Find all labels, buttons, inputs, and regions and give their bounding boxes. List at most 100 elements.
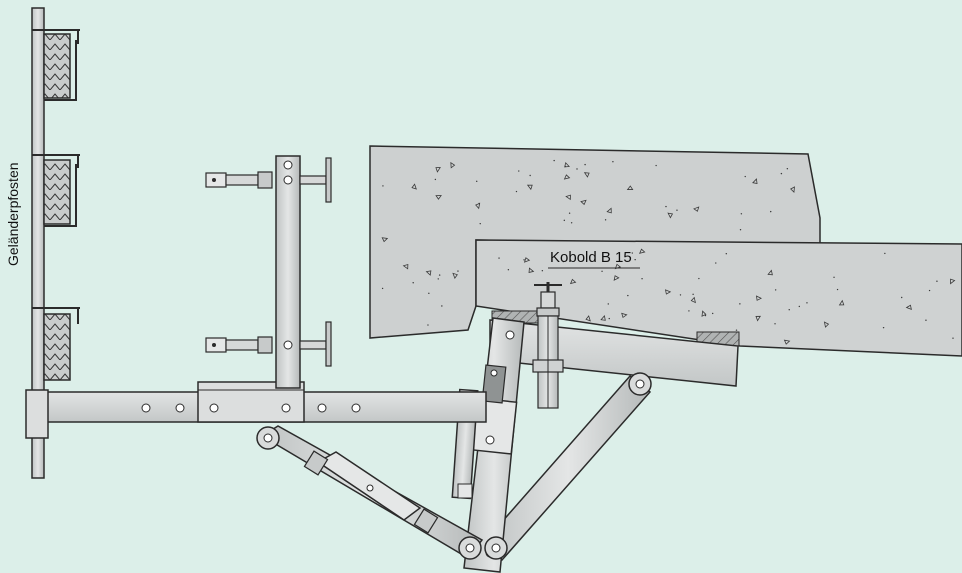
concrete-aggregate	[905, 304, 912, 311]
concrete-texture	[381, 159, 956, 345]
concrete-aggregate	[752, 178, 758, 184]
concrete-aggregate	[667, 212, 674, 219]
concrete-speck	[434, 178, 437, 181]
concrete-aggregate	[435, 195, 442, 200]
concrete-speck	[427, 324, 429, 326]
concrete-speck	[381, 287, 384, 290]
concrete-speck	[925, 319, 927, 321]
concrete-aggregate	[580, 199, 587, 206]
concrete-aggregate	[475, 202, 481, 210]
concrete-speck	[901, 296, 903, 299]
concrete-speck	[529, 174, 531, 177]
concrete-aggregate	[823, 321, 830, 328]
concrete-aggregate	[755, 315, 761, 322]
kobold-jack	[532, 282, 564, 409]
concrete-speck	[882, 326, 885, 329]
concrete-aggregate	[583, 172, 590, 178]
concrete-speck	[438, 274, 441, 276]
concrete-speck	[928, 289, 931, 292]
concrete-aggregate	[564, 161, 571, 168]
concrete-speck	[655, 164, 657, 167]
concrete-aggregate	[402, 263, 409, 270]
concrete-aggregate	[950, 278, 956, 285]
label-kobold-text: Kobold B 15	[550, 249, 632, 266]
concrete-speck	[627, 294, 629, 297]
concrete-speck	[786, 167, 789, 170]
concrete-speck	[744, 175, 746, 178]
concrete-speck	[634, 258, 636, 261]
concrete-speck	[936, 280, 938, 282]
concrete-aggregate	[526, 184, 533, 191]
railing-board-3	[43, 307, 79, 381]
concrete-speck	[711, 312, 714, 315]
concrete-speck	[774, 289, 777, 291]
concrete-speck	[584, 163, 586, 166]
concrete-aggregate	[523, 257, 531, 263]
concrete-speck	[798, 305, 801, 308]
post-sleeve	[25, 389, 49, 439]
concrete-speck	[739, 229, 742, 231]
concrete-speck	[515, 190, 518, 193]
concrete-aggregate	[790, 186, 795, 193]
concrete-speck	[523, 259, 525, 261]
concrete-speck	[441, 305, 443, 307]
concrete-speck	[608, 317, 610, 320]
concrete-speck	[498, 257, 500, 259]
concrete-aggregate	[613, 275, 620, 281]
concrete-speck	[612, 161, 614, 163]
concrete-speck	[770, 210, 772, 213]
concrete-speck	[774, 323, 776, 325]
concrete-aggregate	[639, 248, 646, 254]
concrete-speck	[604, 219, 607, 221]
concrete-speck	[507, 269, 510, 271]
upright-frame	[205, 155, 332, 389]
concrete-speck	[437, 278, 439, 280]
concrete-speck	[740, 213, 743, 215]
concrete-speck	[715, 262, 717, 264]
concrete-aggregate	[606, 207, 612, 214]
upper-spindle	[205, 157, 332, 203]
concrete-speck	[739, 303, 741, 305]
concrete-speck	[570, 222, 573, 224]
diagonal-brace	[485, 372, 652, 562]
concrete-speck	[688, 310, 690, 312]
concrete-speck	[631, 252, 634, 254]
concrete-speck	[541, 270, 544, 272]
concrete-aggregate	[411, 183, 417, 190]
concrete-speck	[641, 278, 643, 280]
concrete-speck	[806, 302, 808, 304]
concrete-speck	[457, 270, 459, 272]
concrete-speck	[428, 292, 430, 295]
concrete-speck	[564, 165, 566, 168]
concrete-aggregate	[690, 296, 696, 304]
concrete-speck	[553, 159, 555, 162]
concrete-speck	[607, 303, 609, 305]
concrete-speck	[478, 202, 480, 205]
beam-holes	[141, 403, 361, 413]
railing-post	[25, 7, 80, 479]
concrete-aggregate	[569, 278, 577, 285]
concrete-speck	[679, 294, 682, 296]
concrete-aggregate	[425, 270, 432, 276]
concrete-speck	[698, 277, 700, 280]
concrete-speck	[562, 260, 565, 263]
concrete-aggregate	[435, 167, 441, 173]
concrete-speck	[412, 282, 414, 284]
concrete-speck	[788, 308, 790, 311]
concrete-aggregate	[452, 272, 458, 279]
concrete-speck	[735, 329, 738, 331]
label-post-text: Geländerpfosten	[5, 162, 21, 266]
railing-board-1	[43, 29, 79, 101]
concrete-aggregate	[528, 267, 535, 273]
concrete-speck	[725, 252, 728, 255]
concrete-aggregate	[621, 312, 628, 319]
concrete-aggregate	[755, 295, 762, 301]
turnbuckle-strut	[256, 425, 508, 560]
concrete-aggregate	[701, 310, 707, 317]
concrete-aggregate	[600, 314, 606, 321]
concrete-aggregate	[565, 194, 571, 201]
concrete-speck	[833, 276, 835, 279]
concrete-speck	[518, 170, 520, 172]
beam-clamp	[197, 381, 305, 423]
concrete-speck	[704, 314, 707, 317]
